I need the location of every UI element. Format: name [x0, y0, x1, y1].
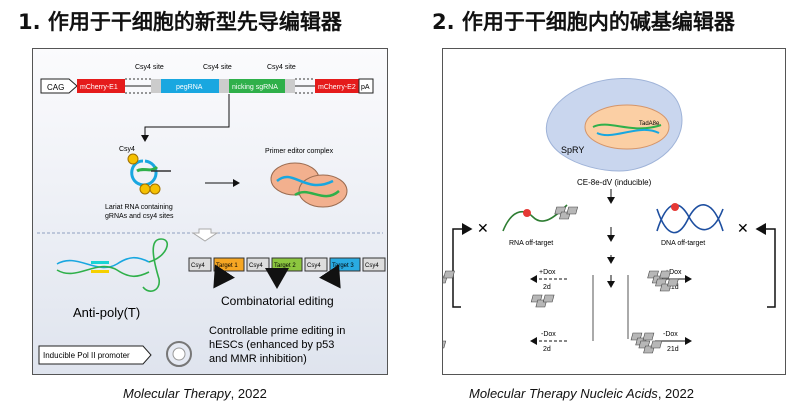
target-array-label: Target 3 [332, 263, 354, 269]
dna-hairpin-icon [56, 238, 169, 292]
csy4-site-block-1 [151, 79, 161, 93]
pa-label: pA [361, 84, 370, 91]
left-loop-arrow [452, 223, 473, 308]
dna-blocked-x-icon: ✕ [737, 220, 749, 236]
right-caption: Molecular Therapy Nucleic Acids, 2022 [469, 386, 694, 401]
pa-block: pA [358, 78, 374, 94]
ce8e-label: CE-8e-dV (inducible) [577, 178, 652, 187]
prime-editor-complex-icon [270, 162, 348, 208]
right-heading-title: 作用于干细胞内的碱基编辑器 [461, 10, 735, 34]
csy4-site-block-2 [219, 79, 229, 93]
cell-icon [166, 341, 192, 367]
target-array-label: Csy4 [307, 263, 321, 269]
left-caption-journal: Molecular Therapy [123, 386, 231, 401]
cell-colony-icon [638, 340, 663, 354]
intron-dashes [125, 78, 315, 94]
continue-arrow [191, 228, 219, 242]
cell-colony-icon [443, 270, 455, 284]
target-array-block [362, 257, 386, 272]
left-caption-year: , 2022 [230, 386, 267, 401]
cell-colony-icon [655, 278, 679, 292]
pegrna-label: pegRNA [176, 84, 203, 91]
right-figure-panel: SpRY TadA8e CE-8e-dV (inducible) RNA off… [442, 48, 786, 375]
rna-offtarget-icon [502, 204, 568, 232]
pe-complex-label: Primer editor complex [265, 148, 334, 155]
target-array-label: Csy4 [249, 263, 263, 269]
cell-colony-icon [630, 332, 655, 346]
tada8e-label: TadA8e [639, 121, 660, 127]
cell-colony-icon [443, 340, 447, 349]
lariat-label-line2: gRNAs and csy4 sites [105, 213, 174, 220]
mcherry-e2-block: mCherry-E2 [315, 79, 359, 93]
csy4-label: Csy4 [119, 146, 135, 153]
spry-label: SpRY [561, 145, 584, 155]
target-arrows [213, 264, 341, 289]
lariat-rna-icon [127, 153, 171, 195]
target-array-block [246, 257, 270, 272]
prime-editor-diagram: CAG mCherry-E1 pegRNA nicking sgRNA mChe… [37, 64, 386, 367]
d2-label-bottom: 2d [543, 346, 551, 353]
target-array-block [188, 257, 212, 272]
target-array-label: Csy4 [365, 263, 379, 269]
nicking-sgrna-block: nicking sgRNA [229, 79, 285, 93]
controllable-line2: hESCs (enhanced by p53 [209, 339, 334, 351]
right-caption-year: , 2022 [657, 386, 694, 401]
target-array-label: Csy4 [191, 263, 205, 269]
mcherry-e1-label: mCherry-E1 [80, 84, 118, 91]
rna-offtarget-label: RNA off-target [509, 240, 553, 247]
minus-dox-label-left: -Dox [541, 331, 556, 338]
right-heading: 2. 作用于干细胞内的碱基编辑器 [432, 6, 735, 36]
combinatorial-label: Combinatorial editing [221, 294, 334, 308]
target-array: Csy4 Target 1 Csy4 Target 2 Csy4 Target 3 Csy4 [188, 257, 386, 272]
dna-offtarget-icon [656, 203, 724, 234]
mcherry-e2-label: mCherry-E2 [318, 84, 356, 91]
right-caption-journal: Molecular Therapy Nucleic Acids [469, 386, 658, 401]
right-loop-arrow [755, 223, 776, 308]
cag-promoter: CAG [40, 78, 78, 94]
left-caption: Molecular Therapy, 2022 [123, 386, 267, 401]
pegrna-block: pegRNA [161, 79, 219, 93]
spry-complex-icon [545, 78, 683, 172]
left-heading-title: 作用于干细胞的新型先导编辑器 [47, 10, 342, 34]
mcherry-e1-block: mCherry-E1 [77, 79, 125, 93]
csy4-site-label-1: Csy4 site [135, 64, 164, 71]
left-figure-panel: CAG mCherry-E1 pegRNA nicking sgRNA mChe… [32, 48, 388, 375]
d21-label-bottom: 21d [667, 346, 679, 353]
d21-label-top: 21d [667, 284, 679, 291]
nicking-sgrna-label: nicking sgRNA [232, 84, 278, 91]
d2-label-top: 2d [543, 284, 551, 291]
dna-offtarget-label: DNA off-target [661, 240, 705, 247]
lariat-label-line1: Lariat RNA containing [105, 204, 173, 211]
processing-arrow [141, 94, 230, 142]
cag-label: CAG [47, 83, 64, 92]
plus-dox-label-right: +Dox [665, 269, 682, 276]
minus-dox-label-right: -Dox [663, 331, 678, 338]
controllable-line3: and MMR inhibition) [209, 353, 307, 365]
left-heading-number: 1. [18, 10, 41, 34]
inducible-promoter-arrow: Inducible Pol II promoter [38, 345, 152, 365]
controllable-line1: Controllable prime editing in [209, 325, 345, 337]
left-heading: 1. 作用于干细胞的新型先导编辑器 [18, 6, 342, 36]
inducible-label: Inducible Pol II promoter [43, 351, 130, 360]
csy4-site-label-3: Csy4 site [267, 64, 296, 71]
target-array-label: Target 2 [274, 263, 296, 269]
base-editor-diagram: SpRY TadA8e CE-8e-dV (inducible) RNA off… [443, 78, 776, 354]
csy4-site-label-2: Csy4 site [203, 64, 232, 71]
cell-colony-icon [554, 206, 579, 220]
plus-dox-label-left: +Dox [539, 269, 556, 276]
right-heading-number: 2. [432, 10, 455, 34]
rna-blocked-x-icon: ✕ [477, 220, 489, 236]
anti-poly-label: Anti-poly(T) [73, 305, 140, 320]
cell-colony-icon [530, 294, 555, 308]
csy4-site-block-3 [285, 79, 295, 93]
target-array-label: Target 1 [216, 263, 238, 269]
